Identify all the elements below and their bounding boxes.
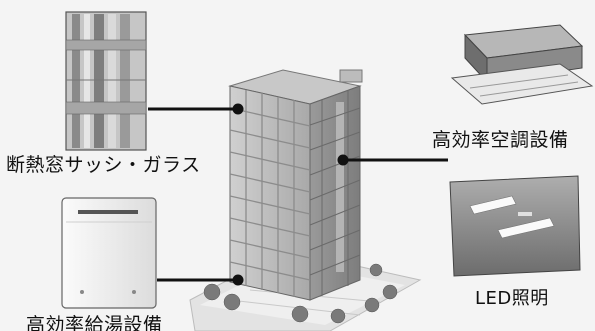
water-heater-icon [61, 197, 157, 309]
trees [203, 263, 398, 324]
led-ceiling-light-icon [449, 175, 581, 277]
office-building-icon [228, 69, 363, 301]
ceiling-air-conditioner-icon [450, 24, 594, 105]
connector-dot-hvac [337, 154, 349, 166]
label-high-efficiency-water-heater: 高効率給湯設備 [26, 314, 163, 331]
label-led-lighting: LED照明 [475, 288, 549, 309]
connector-dot-window [232, 103, 244, 115]
window-sash-icon [65, 11, 147, 151]
connector-dots [232, 103, 349, 286]
connector-dot-water-heater [232, 274, 244, 286]
label-window-sash-glass: 断熱窓サッシ・ガラス [6, 154, 201, 176]
connector-lines [148, 107, 448, 282]
label-high-efficiency-hvac: 高効率空調設備 [432, 129, 569, 151]
